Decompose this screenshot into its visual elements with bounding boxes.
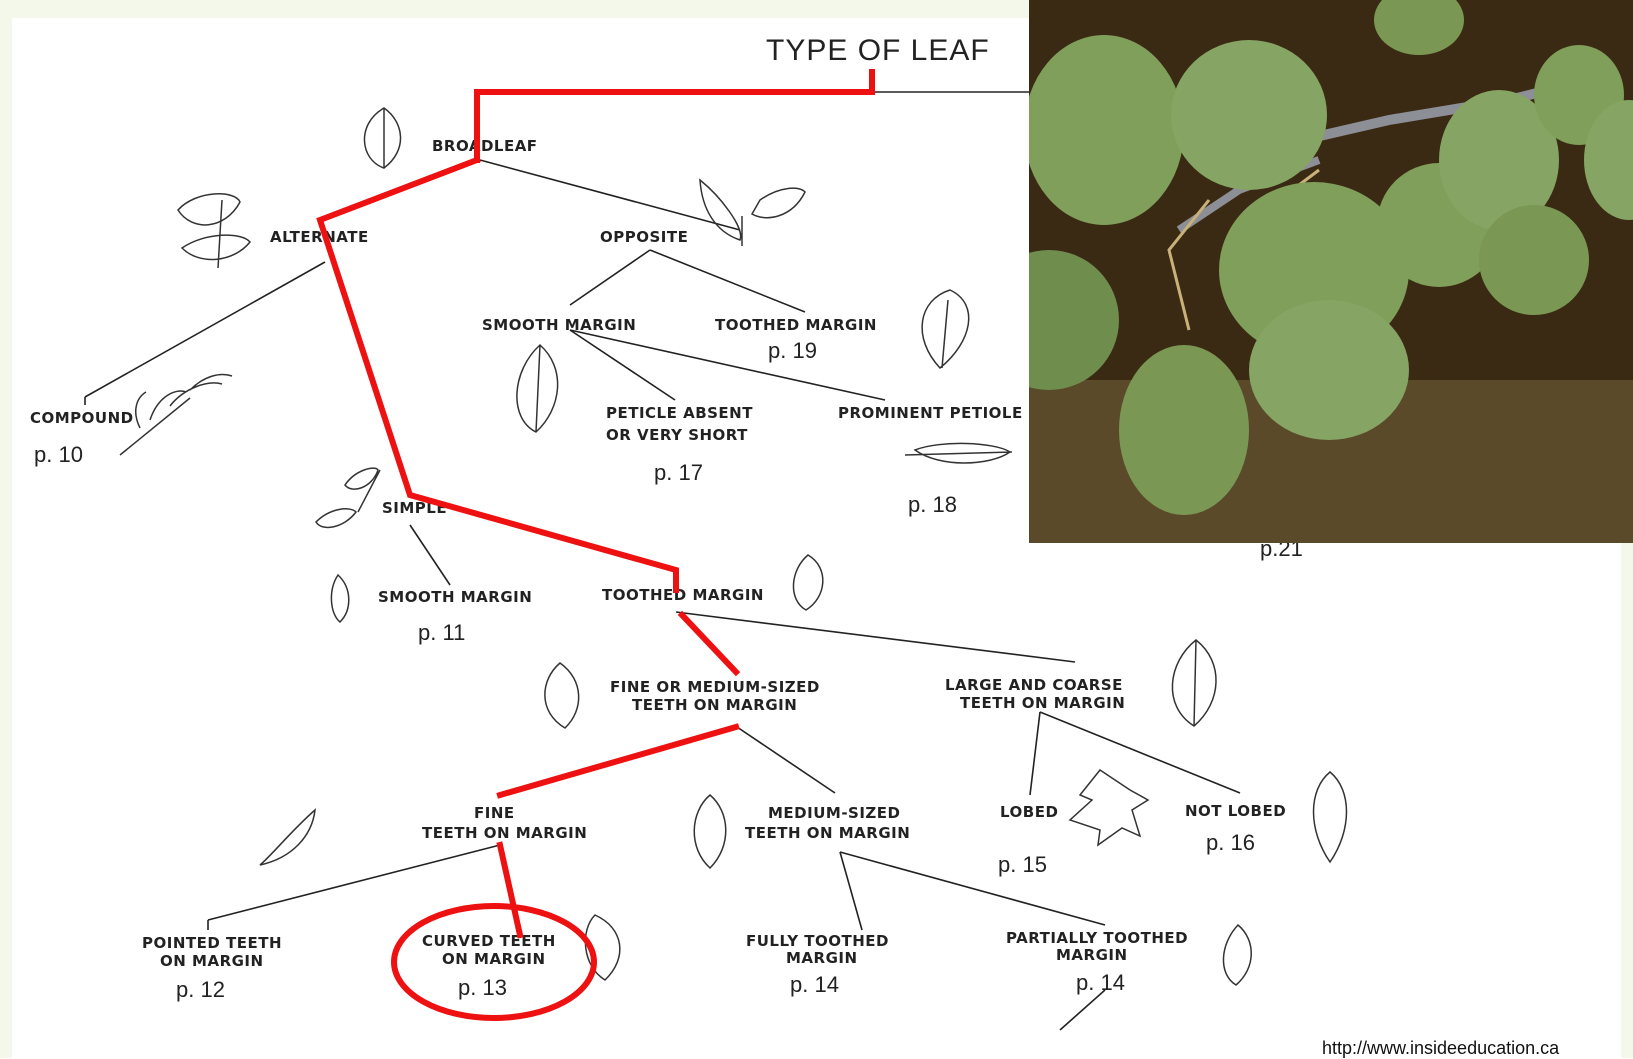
leaf-icon <box>700 180 805 246</box>
leaf-icon <box>793 555 822 610</box>
leaf-icon <box>922 290 969 368</box>
node-compound: COMPOUND <box>30 409 134 427</box>
leaf-icon <box>1314 772 1347 862</box>
leaf-icon <box>178 194 250 268</box>
node-partially-toothed: MARGIN <box>1056 946 1128 964</box>
node-large-coarse: LARGE AND COARSE <box>945 676 1123 694</box>
page-ref: p. 19 <box>768 338 817 363</box>
page-ref: p. 18 <box>908 492 957 517</box>
node-fine-medium: FINE OR MEDIUM-SIZED <box>610 678 820 696</box>
page-ref: p. 15 <box>998 852 1047 877</box>
node-curved: CURVED TEETH <box>422 932 556 950</box>
leaf-icon <box>1223 925 1251 985</box>
page-ref: p. 11 <box>418 620 465 645</box>
leaf-icon <box>331 575 348 622</box>
node-petiole-absent: OR VERY SHORT <box>606 426 748 444</box>
node-prominent-petiole: PROMINENT PETIOLE <box>838 404 1023 422</box>
node-simple-toothed: TOOTHED MARGIN <box>602 586 764 604</box>
leaf-icon <box>364 108 400 168</box>
node-lobed: LOBED <box>1000 803 1058 821</box>
node-medium: MEDIUM-SIZED <box>768 804 901 822</box>
node-pointed: POINTED TEETH <box>142 934 282 952</box>
node-large-coarse: TEETH ON MARGIN <box>960 694 1125 712</box>
photo-illustration <box>1029 0 1633 543</box>
node-not-lobed: NOT LOBED <box>1185 802 1286 820</box>
node-fine-medium: TEETH ON MARGIN <box>632 696 797 714</box>
leaf-icon <box>1070 770 1148 845</box>
leaf-icon <box>905 443 1012 463</box>
source-credit: http://www.insideeducation.ca <box>1322 1038 1559 1059</box>
page-ref: p. 14 <box>790 972 839 997</box>
node-opposite-smooth: SMOOTH MARGIN <box>482 316 636 334</box>
page-ref: p. 12 <box>176 977 225 1002</box>
leaf-icon <box>694 795 726 868</box>
identification-path <box>320 72 872 1018</box>
leaf-icon <box>517 345 558 432</box>
node-partially-toothed: PARTIALLY TOOTHED <box>1006 929 1188 947</box>
node-fully-toothed: FULLY TOOTHED <box>746 932 889 950</box>
leaf-icon <box>120 375 232 455</box>
page-ref: p. 17 <box>654 460 703 485</box>
leaf-icon <box>316 468 380 527</box>
node-fine: FINE <box>474 804 515 822</box>
node-broadleaf: BROADLEAF <box>432 137 538 155</box>
aspen-leaf-photo <box>1029 0 1633 543</box>
node-petiole-absent: PETICLE ABSENT <box>606 404 753 422</box>
node-opposite: OPPOSITE <box>600 228 688 246</box>
node-opposite-toothed: TOOTHED MARGIN <box>715 316 877 334</box>
node-medium: TEETH ON MARGIN <box>745 824 910 842</box>
page-ref: p. 16 <box>1206 830 1255 855</box>
node-fine: TEETH ON MARGIN <box>422 824 587 842</box>
node-fully-toothed: MARGIN <box>786 949 858 967</box>
page-ref: p. 10 <box>34 442 83 467</box>
node-pointed: ON MARGIN <box>160 952 264 970</box>
node-simple-smooth: SMOOTH MARGIN <box>378 588 532 606</box>
page-ref: p. 14 <box>1076 970 1125 995</box>
diagram-title: TYPE OF LEAF <box>766 34 990 67</box>
leaf-icon <box>260 810 315 865</box>
leaf-icon <box>1172 640 1216 726</box>
node-alternate: ALTERNATE <box>270 228 369 246</box>
node-curved: ON MARGIN <box>442 950 546 968</box>
leaf-icon <box>545 663 579 728</box>
page-ref: p. 13 <box>458 975 507 1000</box>
